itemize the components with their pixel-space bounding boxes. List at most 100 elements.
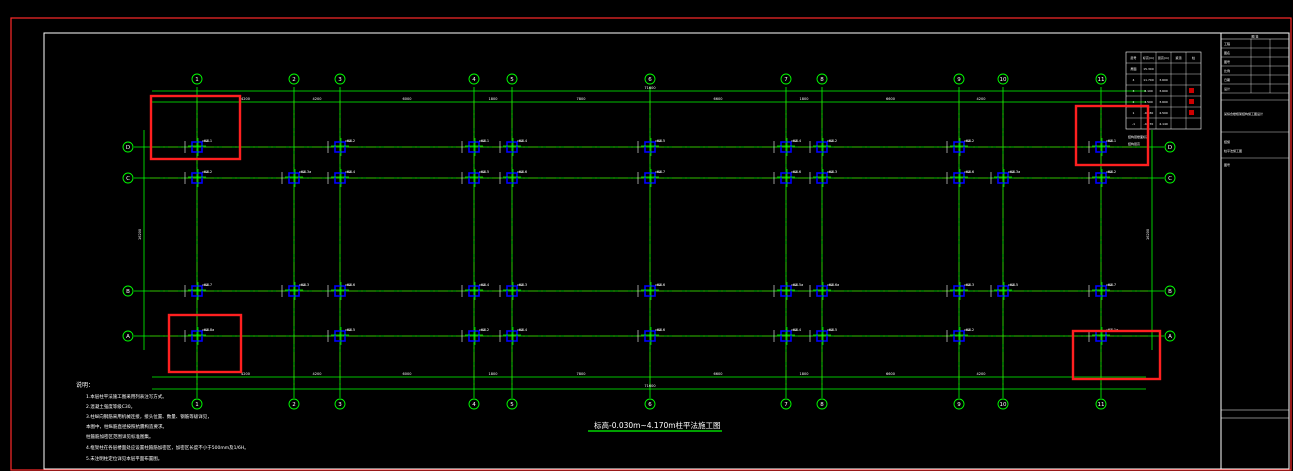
level-table-caption2: 结构层高 — [1128, 141, 1140, 146]
note-line: 柱箍筋加密区范围详见标准图集。 — [86, 433, 154, 440]
axis-label: D — [126, 145, 130, 151]
highlight-box-D11 — [1074, 104, 1150, 167]
column-B3: KZ-6 — [327, 282, 355, 300]
column-tag: KZ-4 — [481, 283, 490, 287]
column-section — [644, 285, 656, 297]
column-A3: KZ-5 — [327, 327, 355, 345]
drawing-title-block: 标高-0.030m~4.170m柱平法施工图 — [588, 420, 722, 432]
note-line: 5.未注明柱定位详见本层平面布置图。 — [86, 455, 162, 462]
level-table-caption: 结构层楼面标高 — [1128, 134, 1149, 139]
grid-layer — [134, 87, 1164, 398]
highlight-box-A11 — [1071, 329, 1162, 381]
column-section — [953, 285, 965, 297]
column-section — [816, 330, 828, 342]
axis-bubble — [644, 73, 656, 85]
segment-dim-top: 4200 — [241, 97, 250, 101]
notes-block: 说明： 1.本层柱平法施工图采用列表注写方式。 2.混凝土强度等级C30。 3.… — [76, 381, 249, 462]
column-section — [780, 172, 792, 184]
column-tag: KZ-4 — [793, 328, 802, 332]
column-B2: KZ-3 — [281, 282, 309, 300]
column-C3: KZ-4 — [327, 169, 356, 187]
axis-label: C — [1168, 176, 1172, 182]
axis-bubble — [780, 398, 792, 410]
level-table-cell: 层高(m) — [1158, 55, 1169, 60]
column-tag: KZ-6a — [829, 283, 839, 287]
column-tag: KZ-1 — [204, 139, 212, 143]
axis-label: C — [126, 176, 130, 182]
axis-label: 8 — [820, 77, 824, 83]
axis-bubble — [506, 73, 518, 85]
axis-bubble — [997, 73, 1009, 85]
column-section — [191, 141, 203, 153]
segment-dim-bottom: 7800 — [577, 372, 586, 376]
column-tag: KZ-2 — [481, 328, 489, 332]
column-section — [191, 285, 203, 297]
column-section — [334, 285, 346, 297]
total-dim-bottom: 71600 — [644, 384, 655, 388]
column-tag: KZ-7 — [657, 170, 665, 174]
axis-bubble — [506, 398, 518, 410]
level-table-cell: 3 — [1133, 89, 1135, 93]
level-marker — [1189, 88, 1194, 93]
column-section — [468, 141, 480, 153]
level-table-cell: 梁顶 — [1175, 55, 1181, 60]
column-tag: KZ-4 — [793, 139, 802, 143]
level-table-cell: 3.600 — [1159, 100, 1168, 104]
column-A5: KZ-4 — [499, 327, 528, 345]
column-section — [334, 141, 346, 153]
axis-label: 4 — [472, 77, 476, 83]
column-tag: KZ-3 — [519, 283, 527, 287]
highlight-box-A1 — [167, 313, 243, 374]
total-dim-left: 16200 — [138, 229, 142, 240]
level-marker — [1189, 110, 1194, 115]
column-B11: KZ-7 — [1088, 282, 1116, 300]
axis-bubble — [644, 398, 656, 410]
column-section — [816, 172, 828, 184]
column-tag: KZ-5 — [657, 139, 665, 143]
column-section — [816, 285, 828, 297]
column-tag: KZ-6 — [793, 170, 801, 174]
tb-sheet-label: 柱平法施工图 — [1224, 148, 1242, 153]
axis-label: 6 — [648, 402, 652, 408]
axis-bubble — [122, 285, 134, 297]
tb-row-label: 工程 — [1224, 41, 1230, 46]
axis-label: B — [126, 289, 130, 295]
axis-bubble — [1164, 141, 1176, 153]
column-section — [953, 172, 965, 184]
column-section — [468, 172, 480, 184]
column-section — [334, 172, 346, 184]
note-line: 4.框架柱在各层楼面处应设置柱箍筋加密区，加密区长度不小于500mm及1/6H。 — [86, 444, 249, 451]
axis-bubble — [953, 398, 965, 410]
column-section — [468, 285, 480, 297]
column-tag: KZ-2 — [347, 139, 355, 143]
level-table-cell: 标高(m) — [1143, 55, 1154, 60]
column-tag: KZ-4 — [519, 139, 528, 143]
level-table-cell: 15.300 — [1143, 67, 1154, 71]
column-tag: KZ-5 — [829, 328, 837, 332]
axis-label: 1 — [195, 77, 199, 83]
column-A1: KZ-8a — [184, 327, 214, 345]
column-section — [644, 141, 656, 153]
column-D4: KZ-1 — [461, 138, 489, 156]
column-B1: KZ-7 — [184, 282, 212, 300]
column-A8: KZ-5 — [809, 327, 837, 345]
column-section — [997, 285, 1009, 297]
column-tag: KZ-5 — [347, 328, 355, 332]
notes-heading: 说明： — [76, 381, 94, 389]
tb-project: 某综合楼框架结构施工图设计 — [1224, 111, 1263, 116]
column-D5: KZ-4 — [499, 138, 528, 156]
axis-label: 3 — [338, 77, 342, 83]
axis-label: 3 — [338, 402, 342, 408]
segment-dim-top: 6000 — [403, 97, 412, 101]
axis-bubble — [816, 398, 828, 410]
column-section — [506, 285, 518, 297]
axis-label: A — [126, 334, 130, 340]
level-table-cell: 2 — [1133, 100, 1135, 104]
column-section — [1095, 285, 1107, 297]
axis-label: 11 — [1098, 77, 1105, 83]
axis-label: 7 — [784, 402, 788, 408]
level-table-cell: 1 — [1133, 111, 1135, 115]
axis-label: 10 — [1000, 402, 1007, 408]
